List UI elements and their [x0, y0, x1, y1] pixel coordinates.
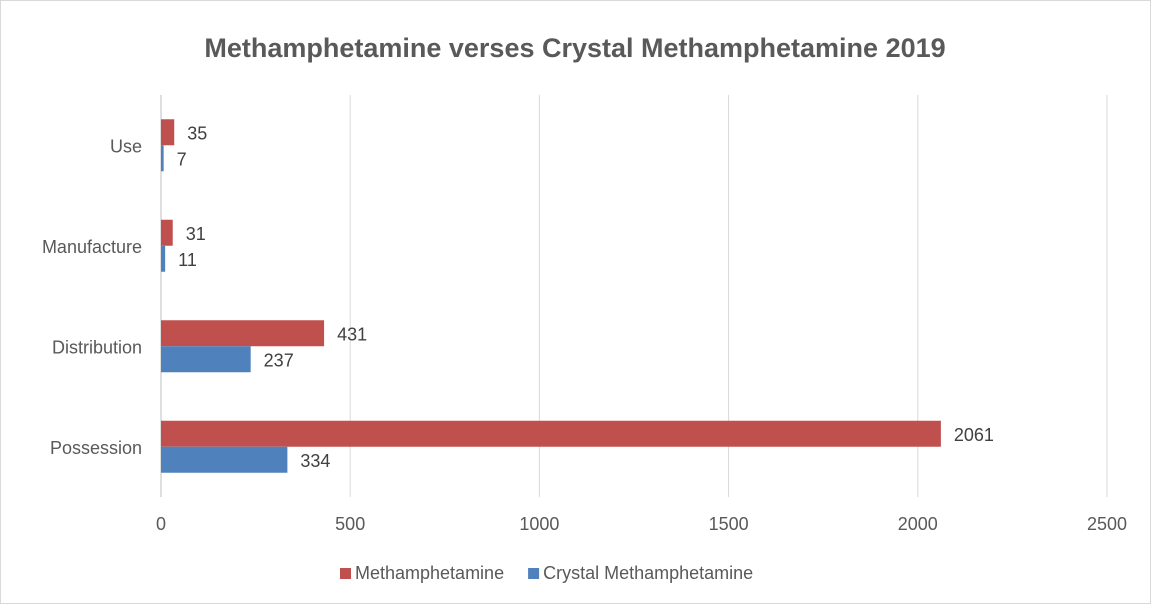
x-tick-label: 2500	[1087, 514, 1127, 534]
legend-swatch	[528, 568, 540, 579]
x-tick-label: 2000	[898, 514, 938, 534]
data-label: 11	[178, 250, 197, 270]
legend: Methamphetamine Crystal Methamphetamine	[340, 563, 753, 583]
category-label: Use	[110, 136, 142, 156]
bars	[161, 119, 941, 473]
bar-crystal-methamphetamine	[161, 346, 251, 373]
data-label: 334	[300, 451, 330, 471]
value-axis: 0 500 1000 1500 2000 2500	[156, 514, 1127, 534]
bar-methamphetamine	[161, 219, 173, 246]
data-label: 2061	[954, 425, 994, 445]
chart-title: Methamphetamine verses Crystal Methamphe…	[204, 33, 945, 63]
bar-crystal-methamphetamine	[161, 145, 164, 172]
bar-crystal-methamphetamine	[161, 245, 166, 272]
bar-methamphetamine	[161, 420, 941, 447]
legend-swatch	[340, 568, 351, 579]
category-label: Distribution	[52, 337, 142, 357]
data-label: 7	[177, 149, 187, 169]
category-label: Possession	[50, 438, 142, 458]
x-tick-label: 1000	[519, 514, 559, 534]
data-label: 237	[264, 350, 294, 370]
x-tick-label: 1500	[709, 514, 749, 534]
data-label: 35	[187, 123, 207, 143]
bar-methamphetamine	[161, 119, 175, 146]
x-tick-label: 500	[335, 514, 365, 534]
data-label: 431	[337, 324, 367, 344]
data-labels: 357 31 11 431 237 2061 334	[177, 123, 994, 471]
bar-methamphetamine	[161, 320, 325, 347]
data-label: 31	[186, 224, 206, 244]
category-label: Manufacture	[42, 237, 142, 257]
legend-label: Methamphetamine	[355, 563, 504, 583]
bar-crystal-methamphetamine	[161, 446, 288, 473]
x-tick-label: 0	[156, 514, 166, 534]
legend-label: Crystal Methamphetamine	[543, 563, 753, 583]
